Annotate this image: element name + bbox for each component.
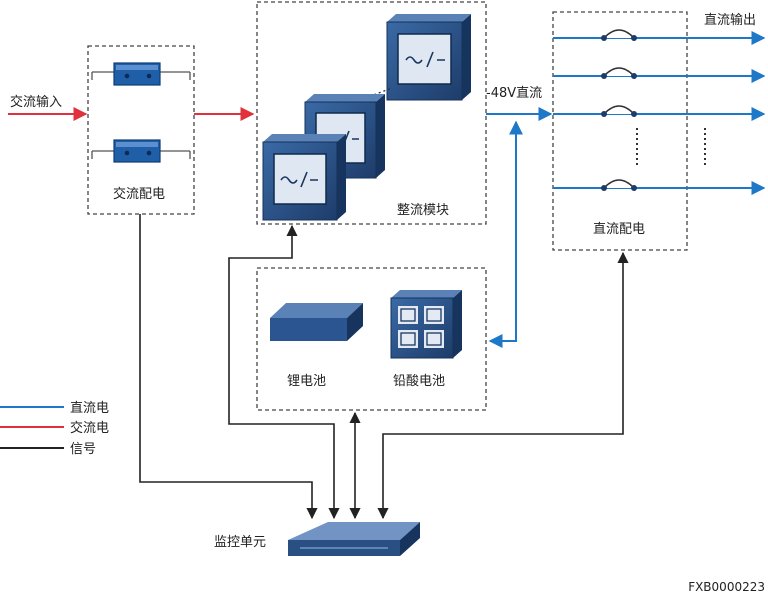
- lead-acid-battery-icon: [390, 290, 462, 359]
- dc-switch-icon: [553, 29, 766, 45]
- lead-acid-battery-label: 铅酸电池: [393, 374, 445, 389]
- dc-switch-icon: [553, 67, 766, 83]
- ac-input-label: 交流输入: [10, 94, 62, 110]
- signal-rectifier-monitor: [228, 224, 340, 520]
- dc-switch-icon: [553, 105, 766, 121]
- monitoring-unit-icon: [288, 522, 420, 556]
- ac-breaker-icon: [91, 139, 191, 163]
- rectifier-module-icon: [262, 134, 346, 221]
- legend-label-ac: 交流电: [70, 420, 109, 436]
- ac-distribution-label: 交流配电: [113, 186, 165, 202]
- lithium-battery-label: 锂电池: [287, 374, 326, 389]
- dc-distribution-label: 直流配电: [593, 222, 645, 237]
- lithium-battery-icon: [270, 303, 363, 341]
- ac-breaker-icon: [91, 62, 191, 86]
- dc-output-label: 直流输出: [704, 12, 756, 28]
- dc-battery-link-arrow: [488, 120, 523, 348]
- ac-distribution-box: [87, 45, 195, 215]
- legend: 直流电 交流电 信号: [0, 401, 109, 457]
- rectifier-module-icon: [386, 14, 471, 101]
- dc-48v-label: -48V直流: [486, 86, 542, 101]
- legend-label-signal: 信号: [70, 442, 96, 457]
- dc-distribution-box: [552, 11, 688, 251]
- monitoring-unit-label: 监控单元: [214, 535, 266, 550]
- rectifier-module-label: 整流模块: [397, 203, 449, 218]
- battery-box: [256, 267, 487, 411]
- legend-label-dc: 直流电: [70, 401, 109, 416]
- signal-ac-dist-to-monitor: [139, 214, 318, 520]
- figure-id-label: FXB0000223: [688, 580, 765, 594]
- dc-switch-icon: [553, 179, 766, 195]
- signal-dc-dist-monitor: [377, 251, 629, 520]
